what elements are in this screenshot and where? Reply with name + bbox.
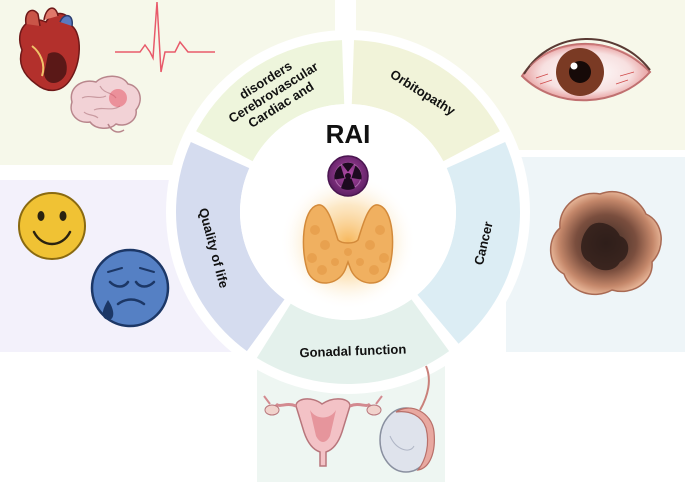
tumor-icon: [550, 191, 662, 296]
smiley-icon: [18, 192, 86, 260]
eye-icon: [520, 38, 652, 102]
ring-segment-orbitopathy: [351, 40, 500, 162]
uterus-icon: [263, 395, 383, 467]
thyroid-icon: [302, 204, 394, 284]
segment-label-gonadal-line-0: Gonadal function: [299, 341, 406, 360]
ecg-icon: [115, 1, 215, 73]
center-title: RAI: [326, 119, 371, 149]
sad-face-icon: [90, 248, 170, 328]
radiation-icon: [327, 155, 369, 197]
ring-segment-cardiac: [196, 40, 345, 162]
brain-icon: [70, 75, 141, 133]
heart-icon: [19, 7, 80, 92]
ring-segment-cancer: [417, 142, 520, 344]
ring-segment-quality: [175, 142, 285, 352]
testis-icon: [379, 365, 435, 473]
ring-segment-gonadal: [256, 299, 450, 384]
